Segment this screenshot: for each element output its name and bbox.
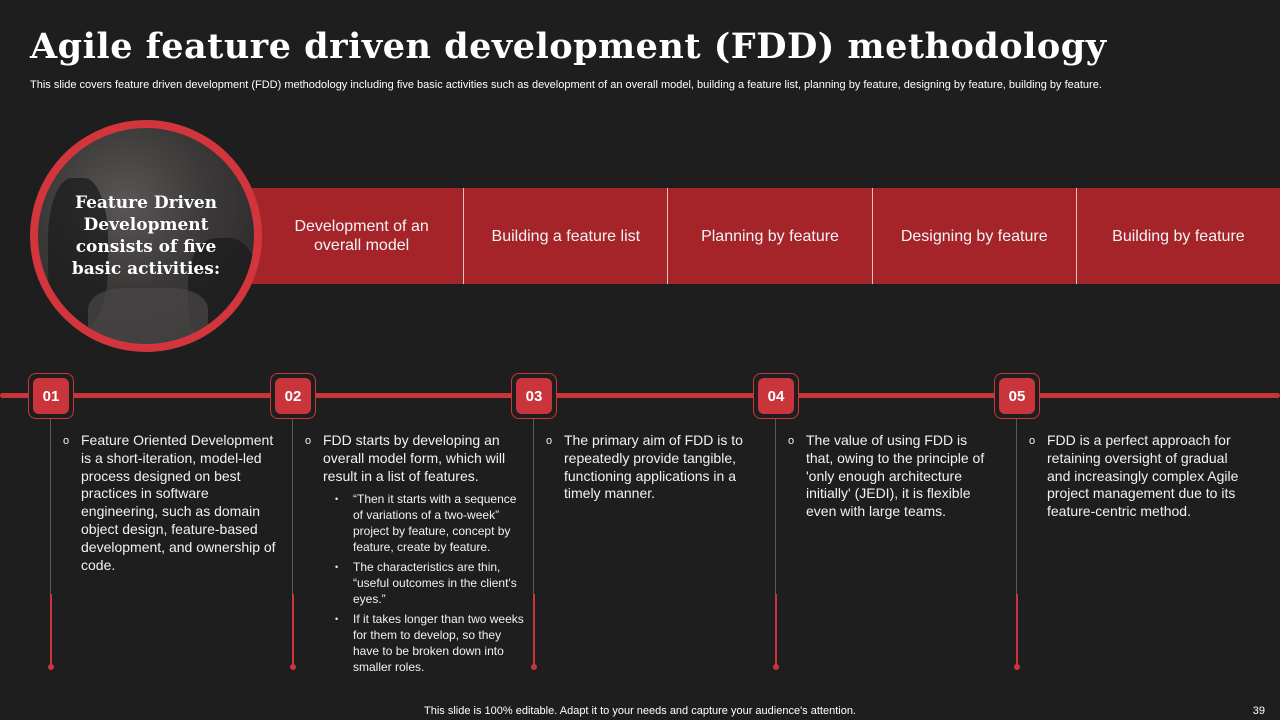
step-badge-01: 01 [28,373,74,419]
timeline-bar [0,393,1280,398]
circle-badge-text: Feature Driven Development consists of f… [71,193,221,279]
step-column-03: o The primary aim of FDD is to repeatedl… [546,432,756,503]
circle-badge-photo [38,128,254,344]
step-badge-05: 05 [994,373,1040,419]
subpoint-bullet: • [335,562,339,573]
step-text: FDD is a perfect approach for retaining … [1047,432,1239,520]
step-badge-02: 02 [270,373,316,419]
step-connector-accent [50,594,52,666]
bullet-marker: o [788,435,795,447]
subpoint: • The characteristics are thin, “useful o… [335,559,527,607]
activity-item: Planning by feature [667,188,871,284]
step-end-dot [48,664,54,670]
step-text: Feature Oriented Development is a short-… [81,432,276,573]
step-text: FDD starts by developing an overall mode… [323,432,506,484]
step-number: 03 [516,378,552,414]
step-connector-accent [533,594,535,666]
step-number: 02 [275,378,311,414]
bullet-marker: o [63,435,70,447]
page-number: 39 [1252,705,1265,717]
step-badge-03: 03 [511,373,557,419]
step-text: The value of using FDD is that, owing to… [806,432,985,520]
photo-shadow [88,288,208,344]
step-connector [292,419,293,594]
step-end-dot [531,664,537,670]
step-connector-accent [292,594,294,666]
step-connector [533,419,534,594]
step-end-dot [773,664,779,670]
bullet-marker: o [305,435,312,447]
slide-footer: This slide is 100% editable. Adapt it to… [424,705,856,717]
step-subpoints: • “Then it starts with a sequence of vari… [335,491,527,675]
slide-title: Agile feature driven development (FDD) m… [30,26,1107,67]
step-number: 04 [758,378,794,414]
step-connector [50,419,51,594]
activity-item: Designing by feature [871,188,1076,284]
bullet-marker: o [1029,435,1036,447]
step-column-02: o FDD starts by developing an overall mo… [305,432,527,679]
activity-item: Development of an overall model [294,218,429,254]
step-column-01: o Feature Oriented Development is a shor… [63,432,278,574]
slide-subtitle: This slide covers feature driven develop… [30,79,1102,91]
subpoint-text: If it takes longer than two weeks for th… [353,612,524,675]
activity-item: Building by feature [1075,188,1280,284]
activities-band: Development of an overall model Building… [240,188,1280,284]
step-badge-04: 04 [753,373,799,419]
step-number: 01 [33,378,69,414]
step-text: The primary aim of FDD is to repeatedly … [564,432,743,502]
step-number: 05 [999,378,1035,414]
subpoint: • If it takes longer than two weeks for t… [335,611,527,675]
subpoint-bullet: • [335,614,339,625]
step-column-04: o The value of using FDD is that, owing … [788,432,998,521]
step-connector-accent [775,594,777,666]
subpoint-text: The characteristics are thin, “useful ou… [353,560,517,607]
bullet-marker: o [546,435,553,447]
step-end-dot [290,664,296,670]
step-connector [1016,419,1017,594]
step-end-dot [1014,664,1020,670]
subpoint-text: “Then it starts with a sequence of varia… [353,492,517,555]
activity-item: Building a feature list [463,188,667,284]
step-column-05: o FDD is a perfect approach for retainin… [1029,432,1249,521]
step-connector-accent [1016,594,1018,666]
step-connector [775,419,776,594]
subpoint: • “Then it starts with a sequence of vari… [335,491,527,555]
subpoint-bullet: • [335,494,339,505]
